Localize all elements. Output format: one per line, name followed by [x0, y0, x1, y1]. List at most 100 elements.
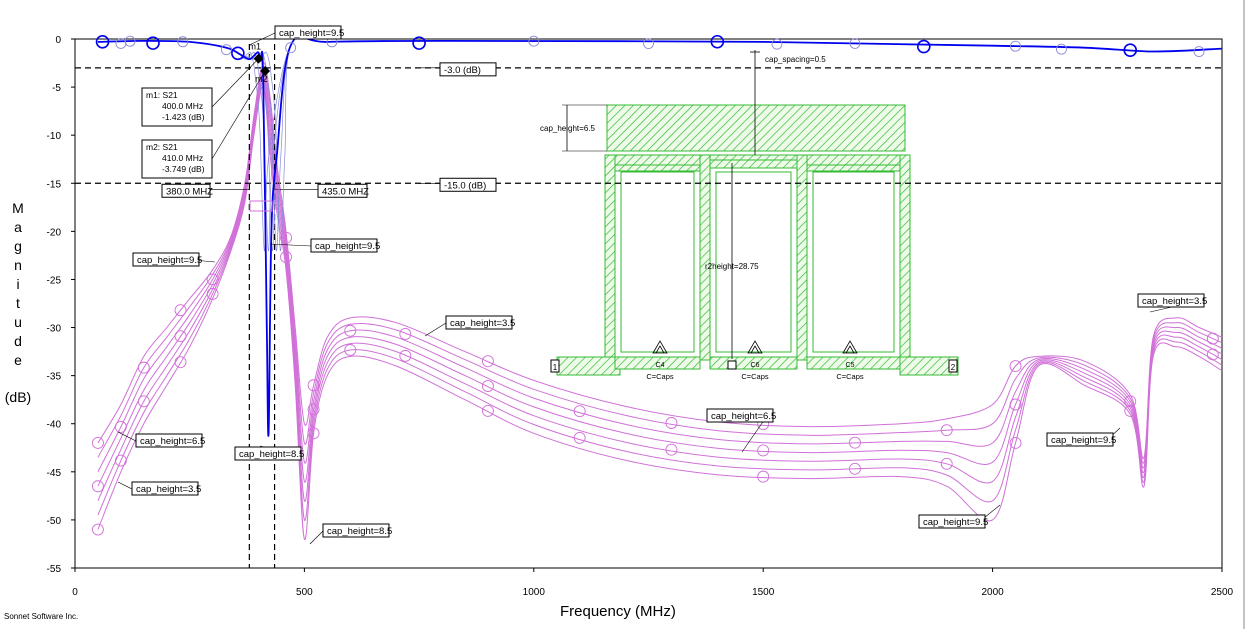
- reference-line-label-group: -15.0 (dB): [439, 177, 497, 192]
- marker-readout-line: 400.0 MHz: [162, 101, 203, 111]
- cap-height-annotation-box: [322, 523, 390, 538]
- vertical-marker-label: 380.0 MHZ: [166, 186, 213, 197]
- s21-marker-circle: [1193, 46, 1205, 58]
- reference-line-label: -3.0 (dB): [444, 65, 481, 76]
- s21-marker-circle: [643, 38, 654, 49]
- s21-marker-circle: [1123, 43, 1138, 58]
- s11-marker-circle: [1009, 437, 1022, 449]
- layout-res1-bottom: [614, 356, 701, 370]
- marker-readout-box: [141, 87, 213, 127]
- s11-marker-circle: [344, 344, 357, 356]
- layout-inner-wall-2: [796, 154, 808, 361]
- cap-height-annotation-box: [234, 446, 302, 461]
- s21-marker-circle: [849, 37, 861, 49]
- s11-marker-circle: [665, 417, 678, 429]
- capacitor-value-label: C=Caps: [741, 372, 769, 381]
- y-tick-label: -45: [47, 468, 62, 479]
- s11-marker-circle: [757, 444, 770, 457]
- cap-height-annotation-box: [274, 25, 342, 40]
- cap-height-annotation: cap_height=9.5: [923, 517, 988, 528]
- y-tick-label: 0: [55, 35, 61, 46]
- vertical-marker-label-group: 380.0 MHZ: [161, 183, 213, 198]
- x-tick-label: 0: [72, 587, 78, 598]
- marker-readout-line: m2: S21: [146, 142, 178, 152]
- x-tick-label: 500: [296, 587, 313, 598]
- cap-height-annotation: cap_height=3.5: [1142, 296, 1207, 307]
- cap-height-annotation: cap_height=9.5: [137, 255, 202, 266]
- cap-height-annotation-group: cap_height=3.5: [1137, 293, 1207, 308]
- layout-left-wall: [604, 154, 616, 361]
- s21-marker-circle: [231, 46, 245, 61]
- r2height-label: r2height=28.75: [705, 262, 759, 271]
- cap-height-annotation-group: cap_height=9.5: [132, 252, 202, 267]
- cap-height-annotation: cap_height=9.5: [315, 241, 380, 252]
- layout-top-cap: [606, 104, 906, 152]
- s11-marker-circle: [481, 380, 494, 393]
- port-2-label: 2: [951, 363, 956, 372]
- s11-marker-circle: [307, 403, 320, 416]
- layout-port1-line: [556, 356, 621, 376]
- cap-height-annotation-group: cap_height=8.5: [234, 446, 304, 461]
- y-axis-title-letter: e: [14, 352, 22, 368]
- s21-marker-circle: [285, 42, 297, 54]
- cap-height-annotation: cap_height=9.5: [279, 28, 344, 39]
- cap-height-annotation-group: cap_height=3.5: [445, 315, 515, 330]
- s21-marker-circle: [412, 36, 426, 50]
- y-tick-label: -35: [47, 372, 62, 383]
- y-tick-label: -30: [47, 324, 62, 335]
- s11-marker-circle: [1206, 348, 1219, 361]
- s11-marker-circle: [307, 379, 320, 392]
- s11-trace: [97, 86, 1223, 540]
- cap-height-annotation-group: cap_height=6.5: [135, 433, 205, 448]
- s11-marker-circle: [280, 231, 292, 244]
- x-tick-label: 1000: [523, 587, 546, 598]
- s11-marker-circle: [665, 443, 678, 456]
- cap-height-annotation: cap_height=3.5: [450, 318, 515, 329]
- s11-marker-circle: [1124, 395, 1137, 408]
- s21-marker-circle: [220, 44, 232, 56]
- cap-height-annotation-group: cap_height=9.5: [310, 238, 380, 253]
- y-tick-label: -10: [47, 131, 62, 142]
- y-tick-label: -40: [47, 420, 62, 431]
- cap-height-annotation-box: [135, 433, 203, 448]
- s11-trace: [97, 82, 1223, 521]
- s11-trace: [97, 70, 1223, 473]
- y-tick-label: -50: [47, 516, 62, 527]
- reference-line-label-box: [439, 177, 497, 192]
- y-axis-title-letter: t: [16, 295, 20, 311]
- s11-marker-circle: [849, 436, 861, 449]
- y-axis-title-letter: n: [14, 257, 22, 273]
- s11-marker-circle: [174, 356, 187, 369]
- vertical-marker-label-box: [161, 183, 211, 198]
- capacitor-symbol: [842, 340, 858, 354]
- port-1-label: 1: [553, 363, 558, 372]
- s11-marker-circle: [280, 251, 292, 263]
- cap-height-annotation-box: [310, 238, 378, 253]
- s11-marker-circle: [114, 420, 127, 433]
- s11-marker-circle: [114, 454, 127, 467]
- s11-marker-circle: [940, 424, 953, 437]
- s11-marker-circle: [137, 395, 150, 408]
- y-axis-title-letter: a: [14, 219, 22, 235]
- cap-height-annotation-box: [1046, 432, 1114, 447]
- cap-height-annotation-box: [918, 514, 986, 529]
- layout-res3-top: [806, 164, 901, 172]
- port-1-box: [550, 359, 560, 373]
- port-2-box: [948, 359, 958, 373]
- x-tick-label: 2000: [981, 587, 1004, 598]
- layout-port2-line: [899, 356, 959, 376]
- s21-marker-circle: [95, 34, 110, 49]
- cap-height-annotation: cap_height=6.5: [140, 436, 205, 447]
- s11-marker-circle: [91, 437, 104, 449]
- s21-marker-circle: [124, 35, 136, 47]
- s11-marker-circle: [481, 355, 494, 368]
- cap-height-annotation-group: cap_height=3.5: [131, 481, 201, 496]
- s21-marker-circle: [1055, 43, 1067, 55]
- layout-center-box: [727, 360, 737, 370]
- s11-marker-circle: [573, 431, 586, 444]
- s11-marker-circle: [940, 457, 953, 470]
- capacitor-value-label: C=Caps: [836, 372, 864, 381]
- s11-trace: [97, 66, 1223, 464]
- cap-height-annotation-box: [706, 408, 774, 423]
